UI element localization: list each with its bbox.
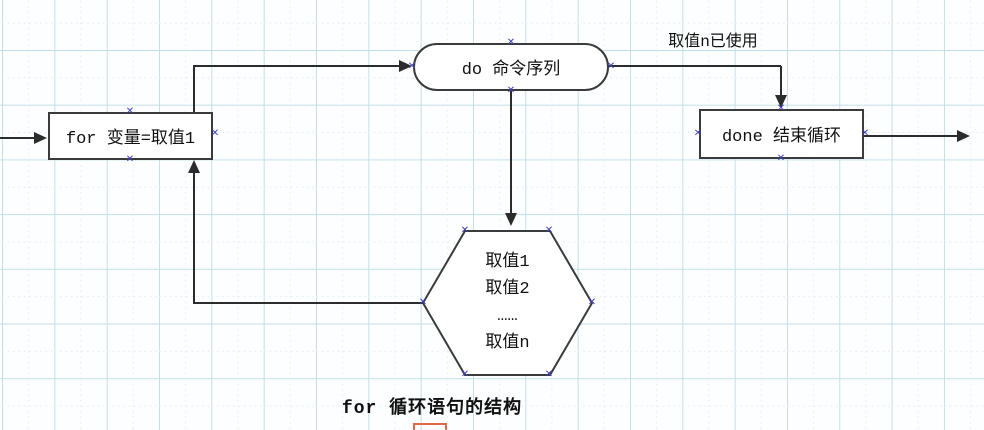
- value-line: 取值1: [485, 253, 530, 272]
- arrowhead-icon: [957, 129, 970, 142]
- connection-point-icon: ✕: [407, 61, 417, 72]
- connection-point-icon: ✕: [544, 369, 554, 380]
- connection-point-icon: ✕: [460, 225, 470, 236]
- node-done-end-label: done 结束循环: [721, 128, 841, 147]
- edge-label-value-used: 取值n已使用: [668, 33, 758, 51]
- value-line: ……: [497, 307, 518, 326]
- connection-point-icon: ✕: [860, 128, 870, 139]
- arrowhead-icon: [399, 59, 412, 72]
- connector-segment: [609, 65, 781, 67]
- node-for-init[interactable]: for 变量=取值1: [48, 112, 213, 160]
- arrowhead-icon: [774, 95, 787, 108]
- connection-point-icon: ✕: [210, 128, 220, 139]
- connection-point-icon: ✕: [776, 103, 786, 114]
- connection-point-icon: ✕: [693, 128, 703, 139]
- node-value-list-hexagon[interactable]: [421, 229, 594, 377]
- connection-point-icon: ✕: [544, 225, 554, 236]
- connector-segment: [193, 66, 195, 112]
- node-do-commands[interactable]: do 命令序列: [413, 43, 609, 91]
- connection-point-icon: ✕: [125, 154, 135, 165]
- value-line: 取值n: [485, 334, 530, 353]
- connection-point-icon: ✕: [506, 85, 516, 96]
- connector-segment: [864, 135, 957, 137]
- connection-point-icon: ✕: [587, 297, 597, 308]
- connector-segment: [0, 137, 36, 139]
- connection-point-icon: ✕: [418, 297, 428, 308]
- arrowhead-icon: [504, 213, 517, 226]
- connector-segment: [193, 65, 399, 67]
- connection-point-icon: ✕: [776, 153, 786, 164]
- node-done-end[interactable]: done 结束循环: [699, 109, 864, 159]
- connection-point-icon: ✕: [125, 106, 135, 117]
- connector-segment: [780, 66, 782, 95]
- diagram-caption: for 循环语句的结构: [341, 399, 523, 419]
- arrowhead-icon: [187, 160, 200, 173]
- connection-point-icon: ✕: [460, 369, 470, 380]
- connection-point-icon: ✕: [506, 37, 516, 48]
- connector-segment: [193, 173, 195, 304]
- arrowhead-icon: [34, 131, 47, 144]
- red-artifact: [413, 423, 447, 430]
- connector-segment: [193, 302, 423, 304]
- node-for-init-label: for 变量=取值1: [65, 130, 196, 149]
- connection-point-icon: ✕: [606, 61, 616, 72]
- node-value-list-label: 取值1 取值2 …… 取值n: [421, 229, 594, 377]
- node-do-commands-label: do 命令序列: [461, 61, 561, 80]
- connector-segment: [510, 91, 512, 213]
- value-line: 取值2: [485, 280, 530, 299]
